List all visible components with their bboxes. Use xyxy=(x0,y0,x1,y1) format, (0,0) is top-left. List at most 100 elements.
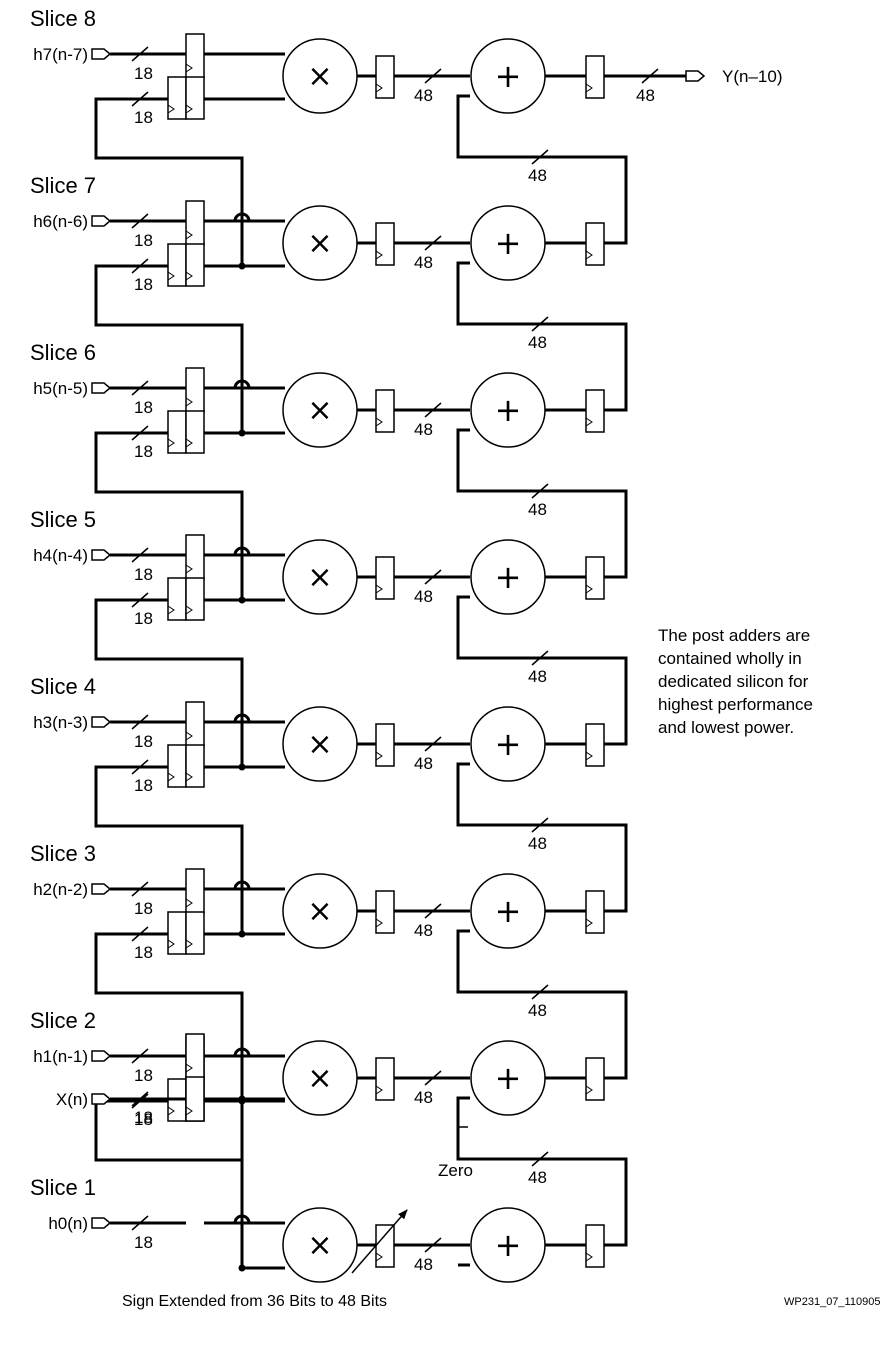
coef-width-label: 18 xyxy=(134,732,153,751)
post-adder-note: The post adders are contained wholly in … xyxy=(658,626,813,737)
cascade-sum-wire xyxy=(456,94,628,245)
bus-width-slash xyxy=(531,1151,549,1167)
bus-width-slash xyxy=(131,759,149,775)
pipeline-register xyxy=(375,890,395,934)
clock-icon xyxy=(185,898,193,908)
product-width-label: 48 xyxy=(414,420,433,439)
add-icon: + xyxy=(495,725,522,763)
cascade-in-wire xyxy=(94,1099,168,1160)
clock-icon xyxy=(185,939,193,949)
bus-width-slash xyxy=(131,213,149,229)
cascade-chain-wire xyxy=(94,767,244,934)
product-width-label: 48 xyxy=(414,921,433,940)
clock-icon xyxy=(585,83,593,93)
slice-title: Slice 4 xyxy=(30,674,96,699)
register-box xyxy=(185,33,205,79)
zero-label: Zero xyxy=(438,1161,473,1180)
bus-width-slash xyxy=(131,380,149,396)
multiply-icon: × xyxy=(307,727,332,762)
zero-leader-line xyxy=(457,1126,468,1158)
register-box xyxy=(185,1033,205,1079)
register-box xyxy=(185,577,205,621)
product-width-label: 48 xyxy=(414,1088,433,1107)
clock-icon xyxy=(167,1106,175,1116)
cascade-sum-width-label: 48 xyxy=(528,667,547,686)
coef-width-label: 18 xyxy=(134,398,153,417)
product-width-label: 48 xyxy=(414,253,433,272)
clock-icon xyxy=(375,1085,383,1095)
register-box xyxy=(585,1057,605,1101)
input-port xyxy=(91,1217,112,1229)
note-line: highest performance xyxy=(658,695,813,714)
slice-title: Slice 1 xyxy=(30,1175,96,1200)
register-box xyxy=(185,701,205,747)
coef-width-label: 18 xyxy=(134,565,153,584)
pipeline-register xyxy=(185,911,205,955)
pipeline-register xyxy=(375,1224,395,1268)
pipeline-register xyxy=(167,577,187,621)
clock-icon xyxy=(167,271,175,281)
slice-title: Slice 7 xyxy=(30,173,96,198)
input-port xyxy=(91,716,112,728)
cascade-sum-width-label: 48 xyxy=(528,166,547,185)
pipeline-register xyxy=(585,890,605,934)
pipeline-register xyxy=(585,1224,605,1268)
junction-dot xyxy=(238,1095,246,1103)
cascade-sum-width-label: 48 xyxy=(528,333,547,352)
cascade-sum-wire xyxy=(456,428,628,579)
cascade-sum-wire xyxy=(456,261,628,412)
cascade-sum-wire xyxy=(456,762,628,913)
clock-icon xyxy=(185,772,193,782)
clock-icon xyxy=(167,939,175,949)
pipeline-register xyxy=(167,76,187,120)
register-box xyxy=(585,890,605,934)
clock-icon xyxy=(185,564,193,574)
register-box xyxy=(585,55,605,99)
register-box xyxy=(185,868,205,914)
pipeline-register xyxy=(167,911,187,955)
bus-width-slash xyxy=(531,817,549,833)
register-box xyxy=(585,389,605,433)
note-line: and lowest power. xyxy=(658,718,794,737)
output-port xyxy=(685,70,706,82)
add-icon: + xyxy=(495,57,522,95)
clock-icon xyxy=(185,605,193,615)
register-box xyxy=(585,222,605,266)
bus-width-slash xyxy=(531,316,549,332)
figure-id: WP231_07_110905 xyxy=(784,1296,880,1308)
pipeline-register xyxy=(167,243,187,287)
cascade-sum-wire xyxy=(456,929,628,1080)
cascade-width-label: 18 xyxy=(134,943,153,962)
clock-icon xyxy=(185,63,193,73)
coef-input-label: h2(n-2) xyxy=(33,880,88,899)
register-box xyxy=(185,200,205,246)
clock-icon xyxy=(167,605,175,615)
bus-width-slash xyxy=(131,425,149,441)
multiply-icon: × xyxy=(307,1228,332,1263)
cascade-chain-wire xyxy=(94,934,244,1101)
cascade-sum-width-label: 48 xyxy=(528,500,547,519)
add-icon: + xyxy=(495,224,522,262)
register-box xyxy=(167,76,187,120)
pipeline-register xyxy=(185,410,205,454)
register-box xyxy=(167,243,187,287)
register-box xyxy=(375,1057,395,1101)
register-box xyxy=(185,410,205,454)
data-width-label: 18 xyxy=(134,1108,153,1127)
clock-icon xyxy=(185,1063,193,1073)
bus-width-slash xyxy=(424,569,442,585)
coef-input-label: h6(n-6) xyxy=(33,212,88,231)
bus-width-slash xyxy=(424,736,442,752)
register-box xyxy=(185,534,205,580)
clock-icon xyxy=(585,1085,593,1095)
multiply-icon: × xyxy=(307,1061,332,1096)
multiply-icon: × xyxy=(307,393,332,428)
coef-width-label: 18 xyxy=(134,1233,153,1252)
cascade-in-wire xyxy=(94,932,168,993)
bus-width-slash xyxy=(131,258,149,274)
clock-icon xyxy=(185,438,193,448)
product-width-label: 48 xyxy=(414,587,433,606)
pipeline-register xyxy=(167,410,187,454)
register-box xyxy=(375,222,395,266)
